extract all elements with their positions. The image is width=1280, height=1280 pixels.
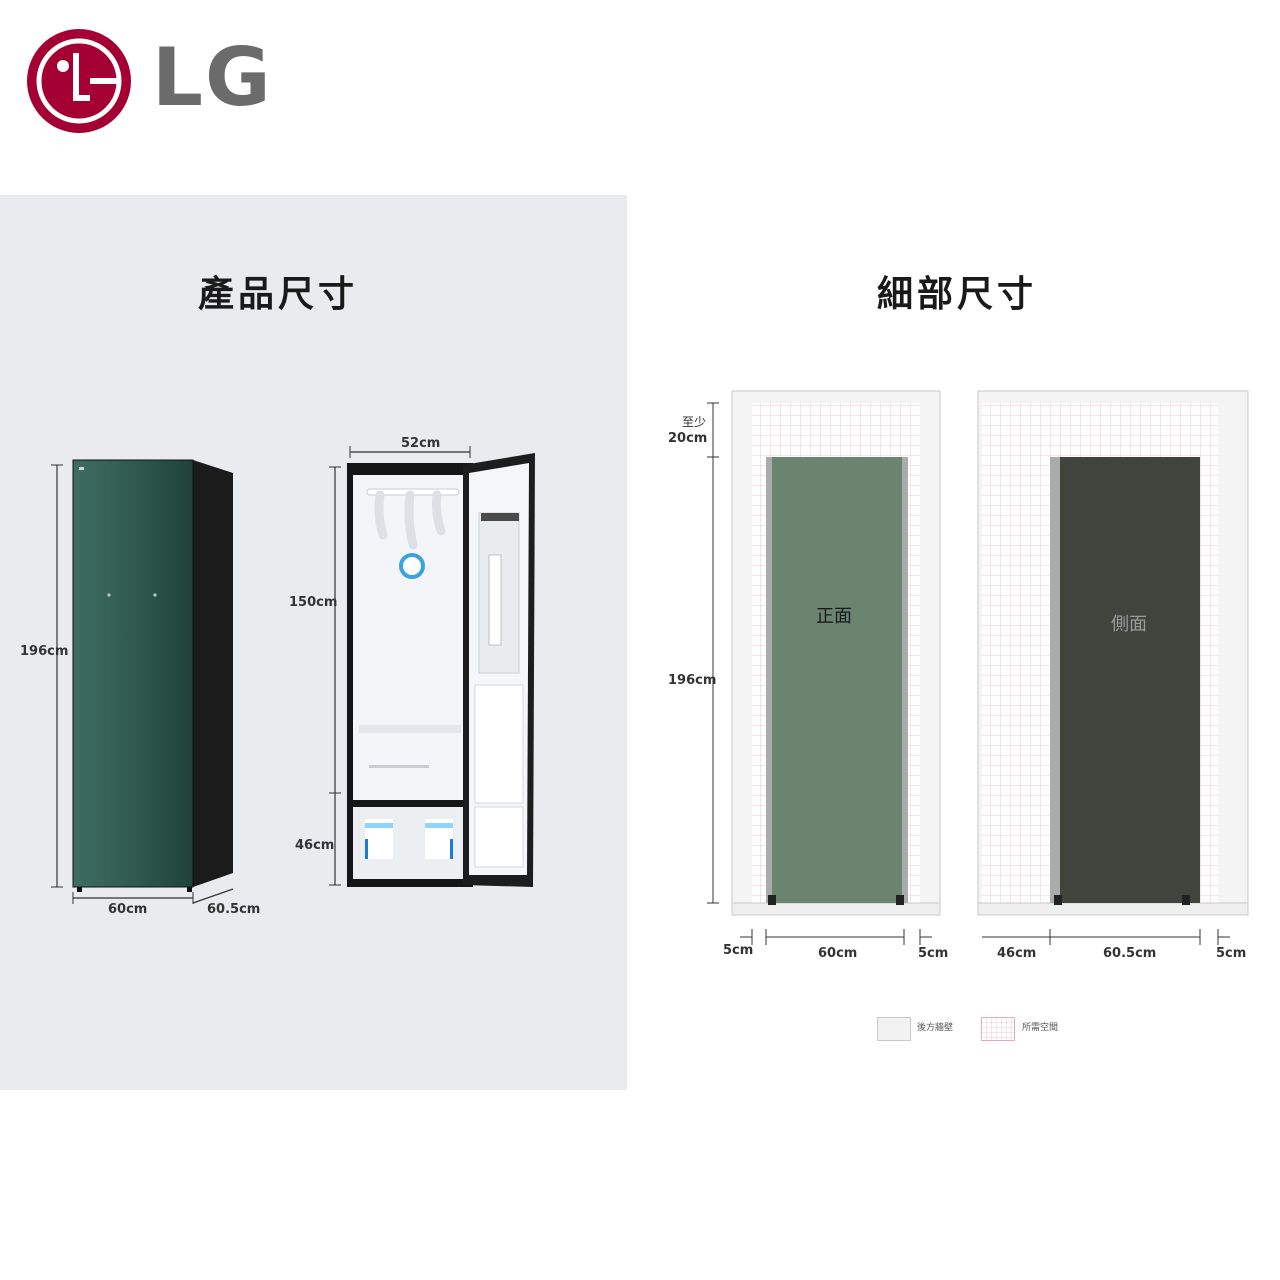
side-view-label: 側面 [1111, 614, 1147, 635]
open-wardrobe-drawing [329, 446, 535, 887]
closed-wardrobe-drawing [51, 459, 234, 904]
inner-width-label: 52cm [401, 436, 441, 451]
front-view-body [772, 457, 902, 903]
legend: 後方牆壁 所需空間 [877, 1017, 1097, 1043]
installation-diagram [707, 390, 1249, 945]
lg-wordmark: LG [152, 31, 273, 124]
legend-swatch-wall [877, 1017, 911, 1041]
product-dimensions-title: 產品尺寸 [198, 274, 359, 315]
installation-dimensions-title: 細部尺寸 [877, 274, 1038, 315]
lg-logo-icon [27, 29, 131, 133]
steam-outlet-icon [399, 553, 425, 579]
lower-height-label: 46cm [295, 838, 335, 853]
front-logo-icon [79, 467, 84, 470]
closed-depth-label: 60.5cm [207, 902, 261, 917]
brand-logo: LG [26, 28, 276, 138]
front-left-gap-label: 5cm [723, 943, 754, 958]
front-right-gap-label: 5cm [918, 946, 949, 961]
front-view-label: 正面 [816, 606, 852, 627]
front-width-label: 60cm [818, 946, 858, 961]
side-front-gap-label: 5cm [1216, 946, 1247, 961]
closed-width-label: 60cm [108, 902, 148, 917]
side-back-gap-label: 46cm [997, 946, 1037, 961]
closed-height-label: 196cm [20, 644, 69, 659]
top-clearance-label: 至少 20cm [668, 415, 708, 446]
side-view-body [1060, 457, 1200, 903]
upper-height-label: 150cm [289, 595, 338, 610]
install-height-label: 196cm [668, 673, 717, 688]
legend-label-space: 所需空間 [1022, 1023, 1059, 1033]
legend-swatch-space [981, 1017, 1015, 1041]
legend-label-wall: 後方牆壁 [917, 1023, 954, 1033]
side-depth-label: 60.5cm [1103, 946, 1157, 961]
